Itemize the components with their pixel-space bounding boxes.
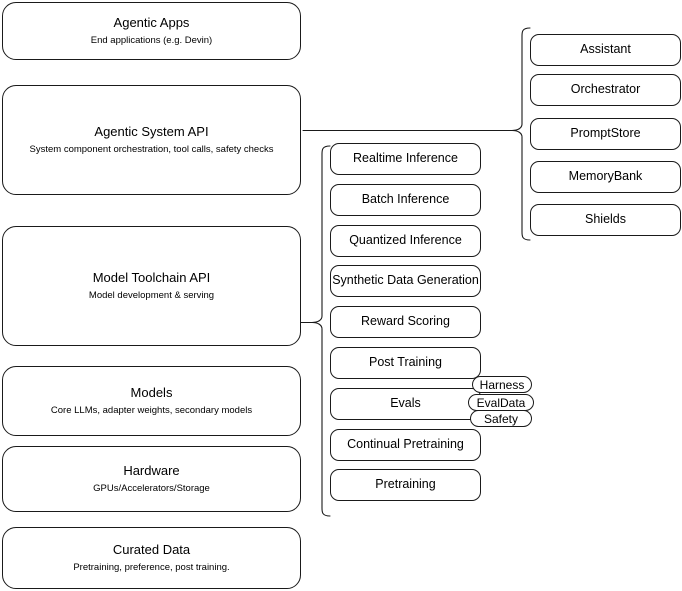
layer-subtitle: End applications (e.g. Devin) (90, 35, 213, 47)
brace-toolchain-components (311, 145, 331, 517)
toolchain-box-continual-pretraining[interactable]: Continual Pretraining (330, 429, 481, 461)
toolchain-box-quantized-inference[interactable]: Quantized Inference (330, 225, 481, 257)
evals-badge-label: EvalData (476, 395, 526, 410)
layer-subtitle: Model development & serving (88, 290, 215, 302)
toolchain-box-label: Pretraining (375, 477, 436, 492)
toolchain-box-label: Evals (390, 396, 421, 411)
agentic-box-shields[interactable]: Shields (530, 204, 681, 236)
agentic-box-label: Orchestrator (570, 82, 641, 97)
evals-badge-harness[interactable]: Harness (472, 376, 532, 393)
layer-box-agentic-system-api[interactable]: Agentic System API System component orch… (2, 85, 301, 195)
agentic-box-assistant[interactable]: Assistant (530, 34, 681, 66)
layer-title: Agentic Apps (113, 14, 190, 30)
evals-badge-evaldata[interactable]: EvalData (468, 394, 534, 411)
toolchain-box-label: Continual Pretraining (347, 437, 464, 452)
toolchain-box-batch-inference[interactable]: Batch Inference (330, 184, 481, 216)
layer-box-agentic-apps[interactable]: Agentic Apps End applications (e.g. Devi… (2, 2, 301, 60)
layer-title: Hardware (123, 462, 180, 478)
agentic-box-label: Shields (585, 212, 626, 227)
layer-title: Curated Data (112, 541, 191, 557)
agentic-box-orchestrator[interactable]: Orchestrator (530, 74, 681, 106)
agentic-box-memorybank[interactable]: MemoryBank (530, 161, 681, 193)
toolchain-box-label: Quantized Inference (349, 233, 462, 248)
layer-title: Models (130, 384, 173, 400)
layer-subtitle: Core LLMs, adapter weights, secondary mo… (50, 405, 253, 417)
toolchain-box-post-training[interactable]: Post Training (330, 347, 481, 379)
brace-agentic-components (511, 27, 531, 241)
toolchain-box-label: Reward Scoring (361, 314, 450, 329)
agentic-box-label: Assistant (580, 42, 631, 57)
toolchain-box-realtime-inference[interactable]: Realtime Inference (330, 143, 481, 175)
layer-subtitle: GPUs/Accelerators/Storage (93, 483, 210, 495)
agentic-box-promptstore[interactable]: PromptStore (530, 118, 681, 150)
toolchain-box-pretraining[interactable]: Pretraining (330, 469, 481, 501)
toolchain-box-label: Realtime Inference (353, 151, 458, 166)
evals-badge-label: Safety (483, 411, 519, 426)
agentic-box-label: MemoryBank (568, 169, 643, 184)
toolchain-box-synthetic-data-generation[interactable]: Synthetic Data Generation (330, 265, 481, 297)
toolchain-box-label: Post Training (369, 355, 442, 370)
layer-subtitle: Pretraining, preference, post training. (73, 562, 230, 574)
toolchain-box-reward-scoring[interactable]: Reward Scoring (330, 306, 481, 338)
layer-title: Agentic System API (94, 123, 209, 139)
toolchain-box-evals[interactable]: Evals (330, 388, 481, 420)
layer-box-curated-data[interactable]: Curated Data Pretraining, preference, po… (2, 527, 301, 589)
agentic-box-label: PromptStore (570, 126, 641, 141)
layer-subtitle: System component orchestration, tool cal… (29, 144, 274, 156)
layer-box-models[interactable]: Models Core LLMs, adapter weights, secon… (2, 366, 301, 436)
layer-box-model-toolchain-api[interactable]: Model Toolchain API Model development & … (2, 226, 301, 346)
layer-title: Model Toolchain API (92, 269, 211, 285)
evals-badge-label: Harness (479, 377, 525, 392)
layer-box-hardware[interactable]: Hardware GPUs/Accelerators/Storage (2, 446, 301, 512)
evals-badge-safety[interactable]: Safety (470, 410, 532, 427)
toolchain-box-label: Synthetic Data Generation (332, 273, 479, 288)
toolchain-box-label: Batch Inference (361, 192, 450, 207)
